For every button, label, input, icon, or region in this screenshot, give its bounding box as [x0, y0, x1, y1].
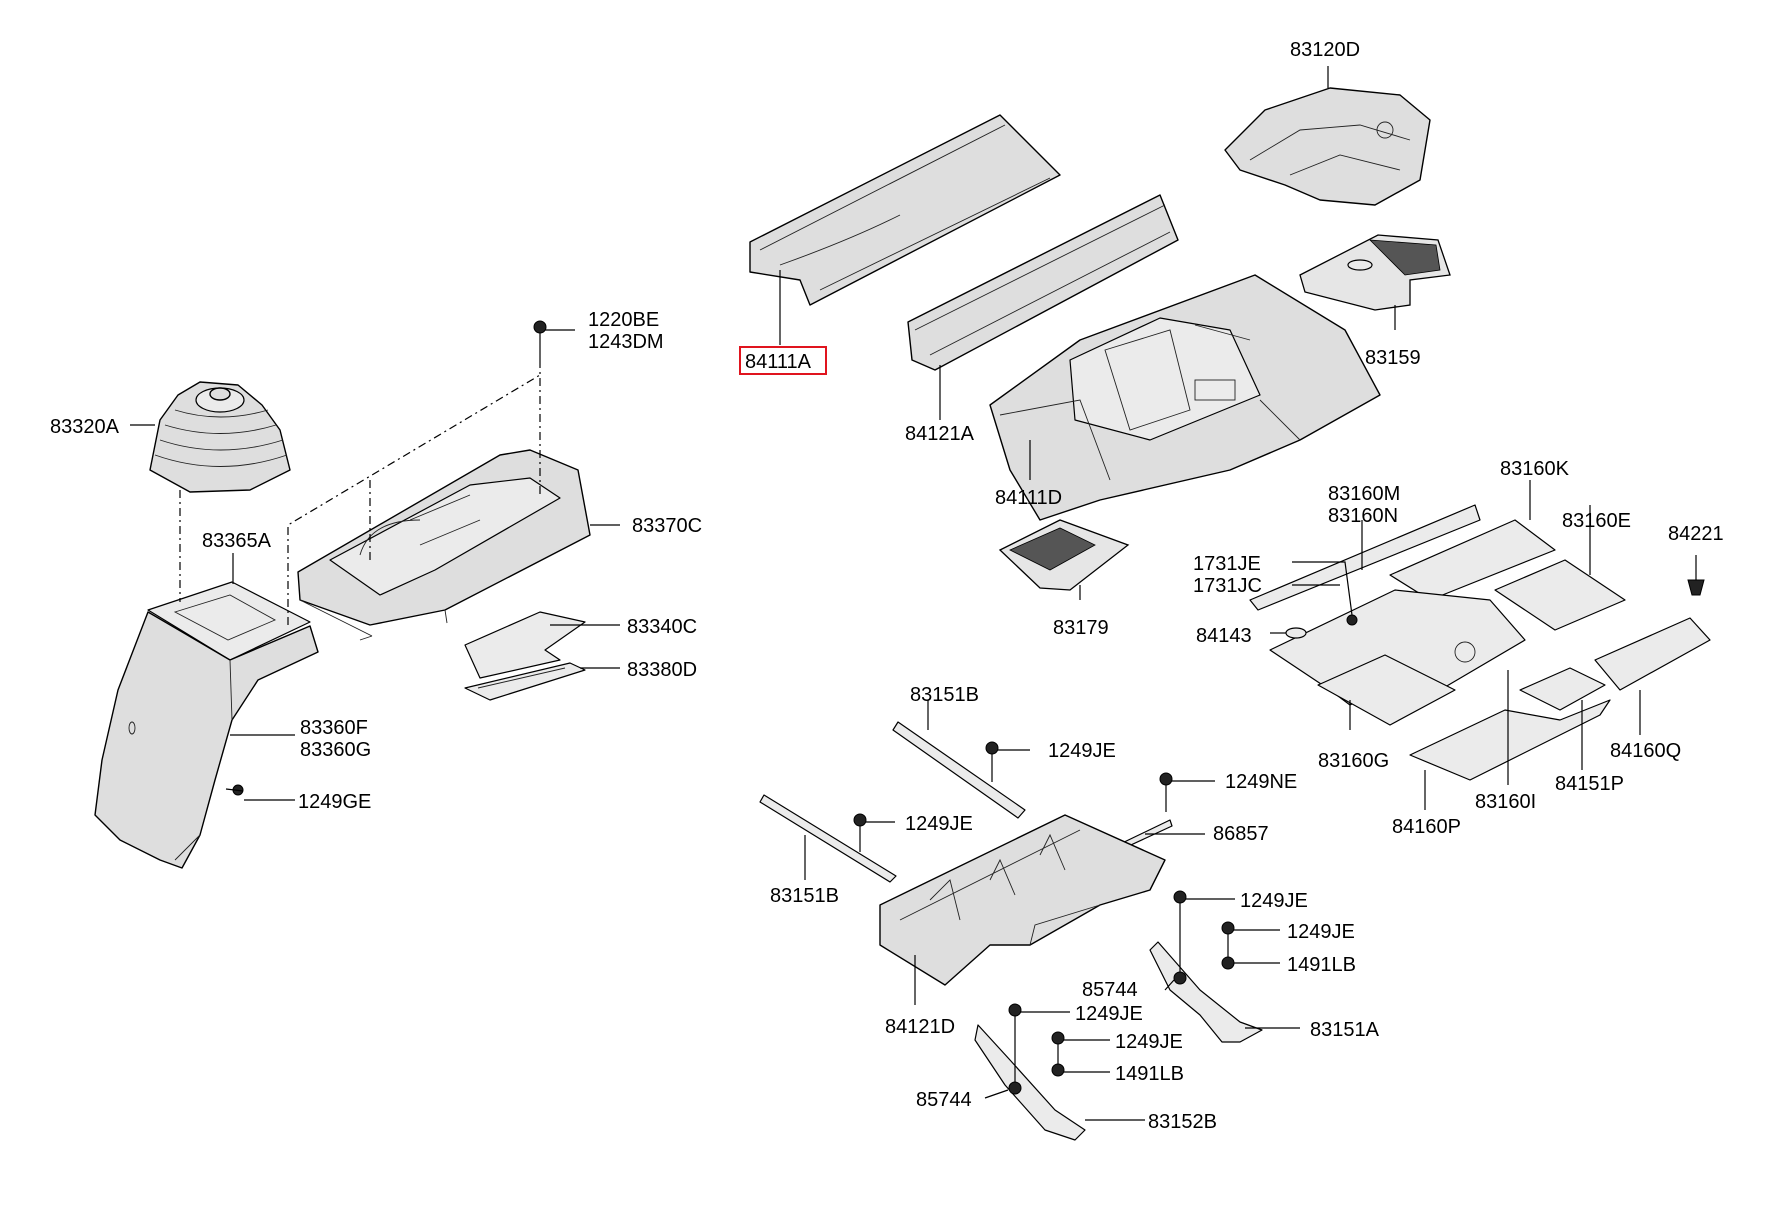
callout-85744-b[interactable]: 85744: [916, 1089, 972, 1111]
bolts-bottom-icon: [853, 741, 1235, 1095]
callout-83340C[interactable]: 83340C: [627, 616, 697, 638]
floor-tunnel-84121D[interactable]: [879, 814, 1166, 986]
console-plate-83380D[interactable]: [464, 662, 586, 701]
pad-83160G[interactable]: [1317, 654, 1456, 726]
callout-1491LB-b[interactable]: 1491LB: [1115, 1063, 1184, 1085]
callout-83360F[interactable]: 83360F: [300, 717, 368, 739]
callout-1731JC[interactable]: 1731JC: [1193, 575, 1262, 597]
callout-1249NE[interactable]: 1249NE: [1225, 771, 1297, 793]
callout-83152B[interactable]: 83152B: [1148, 1111, 1217, 1133]
pad-83160E[interactable]: [1494, 559, 1626, 631]
callout-83160K[interactable]: 83160K: [1500, 458, 1570, 480]
shift-boot-83320A[interactable]: [149, 381, 291, 493]
pad-84160P[interactable]: [1409, 699, 1611, 781]
callout-1249JE-a[interactable]: 1249JE: [1048, 740, 1116, 762]
callout-84160Q[interactable]: 84160Q: [1610, 740, 1681, 762]
callout-84111A[interactable]: 84111A: [745, 351, 812, 373]
callout-83380D[interactable]: 83380D: [627, 659, 697, 681]
floor-cover-83120D[interactable]: [1224, 87, 1431, 206]
callout-83365A[interactable]: 83365A: [202, 530, 272, 552]
clip-84221-icon: [1687, 555, 1705, 596]
grommet-84143-icon: [1285, 627, 1307, 639]
pad-83160M[interactable]: [1249, 504, 1481, 611]
callout-85744-a[interactable]: 85744: [1082, 979, 1138, 1001]
callout-1731JE[interactable]: 1731JE: [1193, 553, 1261, 575]
console-rear-83360F[interactable]: [94, 611, 319, 869]
bolt-1220BE-icon: [533, 320, 547, 360]
callout-84121D[interactable]: 84121D: [885, 1016, 955, 1038]
callout-83320A[interactable]: 83320A: [50, 416, 120, 438]
callout-1249JE-b[interactable]: 1249JE: [905, 813, 973, 835]
console-upper-83370C[interactable]: [297, 449, 591, 641]
callout-84121A[interactable]: 84121A: [905, 423, 975, 445]
callout-83179[interactable]: 83179: [1053, 617, 1109, 639]
floor-mat-83179[interactable]: [998, 519, 1130, 591]
bracket-83152B[interactable]: [974, 1024, 1086, 1141]
callout-83160I[interactable]: 83160I: [1475, 791, 1536, 813]
callout-83151B-top[interactable]: 83151B: [910, 684, 979, 706]
console-plate-83340C[interactable]: [464, 611, 586, 679]
callout-1220BE[interactable]: 1220BE: [588, 309, 659, 331]
pad-84151P[interactable]: [1519, 667, 1606, 711]
callout-84160P[interactable]: 84160P: [1392, 816, 1461, 838]
callout-83370C[interactable]: 83370C: [632, 515, 702, 537]
callout-1491LB-a[interactable]: 1491LB: [1287, 954, 1356, 976]
pad-83160K[interactable]: [1389, 519, 1556, 601]
callout-1249JE-e[interactable]: 1249JE: [1075, 1003, 1143, 1025]
callout-84151P[interactable]: 84151P: [1555, 773, 1624, 795]
clip-1731JE-icon: [1346, 614, 1358, 626]
callout-84143[interactable]: 84143: [1196, 625, 1252, 647]
sill-plate-83151B-top[interactable]: [892, 721, 1026, 819]
floor-mat-83159[interactable]: [1299, 234, 1451, 311]
callout-1249JE-c[interactable]: 1249JE: [1240, 890, 1308, 912]
callout-83151B-bottom[interactable]: 83151B: [770, 885, 839, 907]
leader-lines: [130, 66, 1641, 1121]
callout-83151A[interactable]: 83151A: [1310, 1019, 1380, 1041]
callout-84221[interactable]: 84221: [1668, 523, 1724, 545]
floor-member-84121A[interactable]: [907, 194, 1179, 371]
bolt-1249GE-icon: [225, 784, 244, 796]
callout-1249JE-f[interactable]: 1249JE: [1115, 1031, 1183, 1053]
callout-1243DM[interactable]: 1243DM: [588, 331, 664, 353]
callout-83360G[interactable]: 83360G: [300, 739, 371, 761]
callout-83160M[interactable]: 83160M: [1328, 483, 1400, 505]
callout-83120D[interactable]: 83120D: [1290, 39, 1360, 61]
bracket-83151A[interactable]: [1149, 941, 1263, 1043]
callout-84111D[interactable]: 84111D: [995, 487, 1062, 509]
callout-83160N[interactable]: 83160N: [1328, 505, 1398, 527]
callout-83160E[interactable]: 83160E: [1562, 510, 1631, 532]
callout-1249JE-d[interactable]: 1249JE: [1287, 921, 1355, 943]
callout-1249GE[interactable]: 1249GE: [298, 791, 371, 813]
floor-member-84111A[interactable]: [749, 114, 1061, 306]
callout-86857[interactable]: 86857: [1213, 823, 1269, 845]
callout-83160G[interactable]: 83160G: [1318, 750, 1389, 772]
callout-83159[interactable]: 83159: [1365, 347, 1421, 369]
highlight-box-84111A: [739, 346, 827, 375]
pad-84160Q[interactable]: [1594, 617, 1711, 691]
floor-panel-84111D[interactable]: [989, 274, 1381, 521]
sill-plate-83151B-bottom[interactable]: [759, 794, 897, 883]
